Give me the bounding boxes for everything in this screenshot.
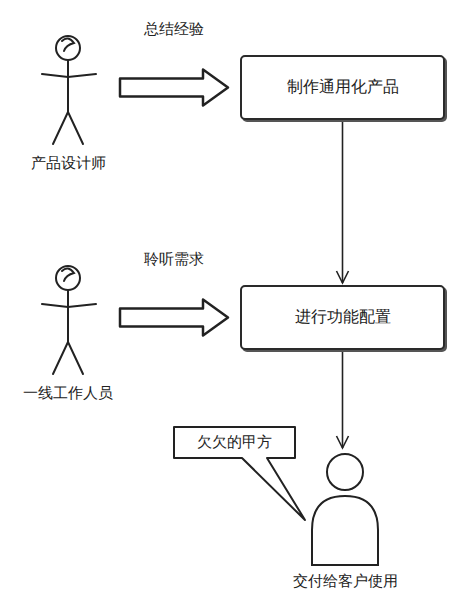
edge-label: 总结经验 <box>144 20 204 39</box>
connector-arrow <box>120 70 228 106</box>
actor-label: 一线工作人员 <box>0 384 138 403</box>
actor-node: 产品设计师 <box>18 32 118 150</box>
connector-arrow <box>120 300 228 336</box>
box-text: 进行功能配置 <box>289 307 397 328</box>
speech-bubble: 欠欠的甲方 <box>172 425 297 460</box>
actor-node: 一线工作人员 <box>18 262 118 380</box>
process-box: 进行功能配置 <box>240 285 445 350</box>
connector-arrow <box>337 122 349 283</box>
stick-figure <box>18 32 118 150</box>
actor-label: 产品设计师 <box>0 154 138 173</box>
bubble-text: 欠欠的甲方 <box>172 425 297 460</box>
edge-label: 聆听需求 <box>144 250 204 269</box>
box-text: 制作通用化产品 <box>281 77 405 98</box>
connector-arrow <box>337 352 349 448</box>
actor-label: 交付给客户使用 <box>280 572 410 591</box>
actor-node: 交付给客户使用 <box>300 450 390 568</box>
customer-icon <box>300 450 390 568</box>
stick-figure <box>18 262 118 380</box>
process-box: 制作通用化产品 <box>240 55 445 120</box>
